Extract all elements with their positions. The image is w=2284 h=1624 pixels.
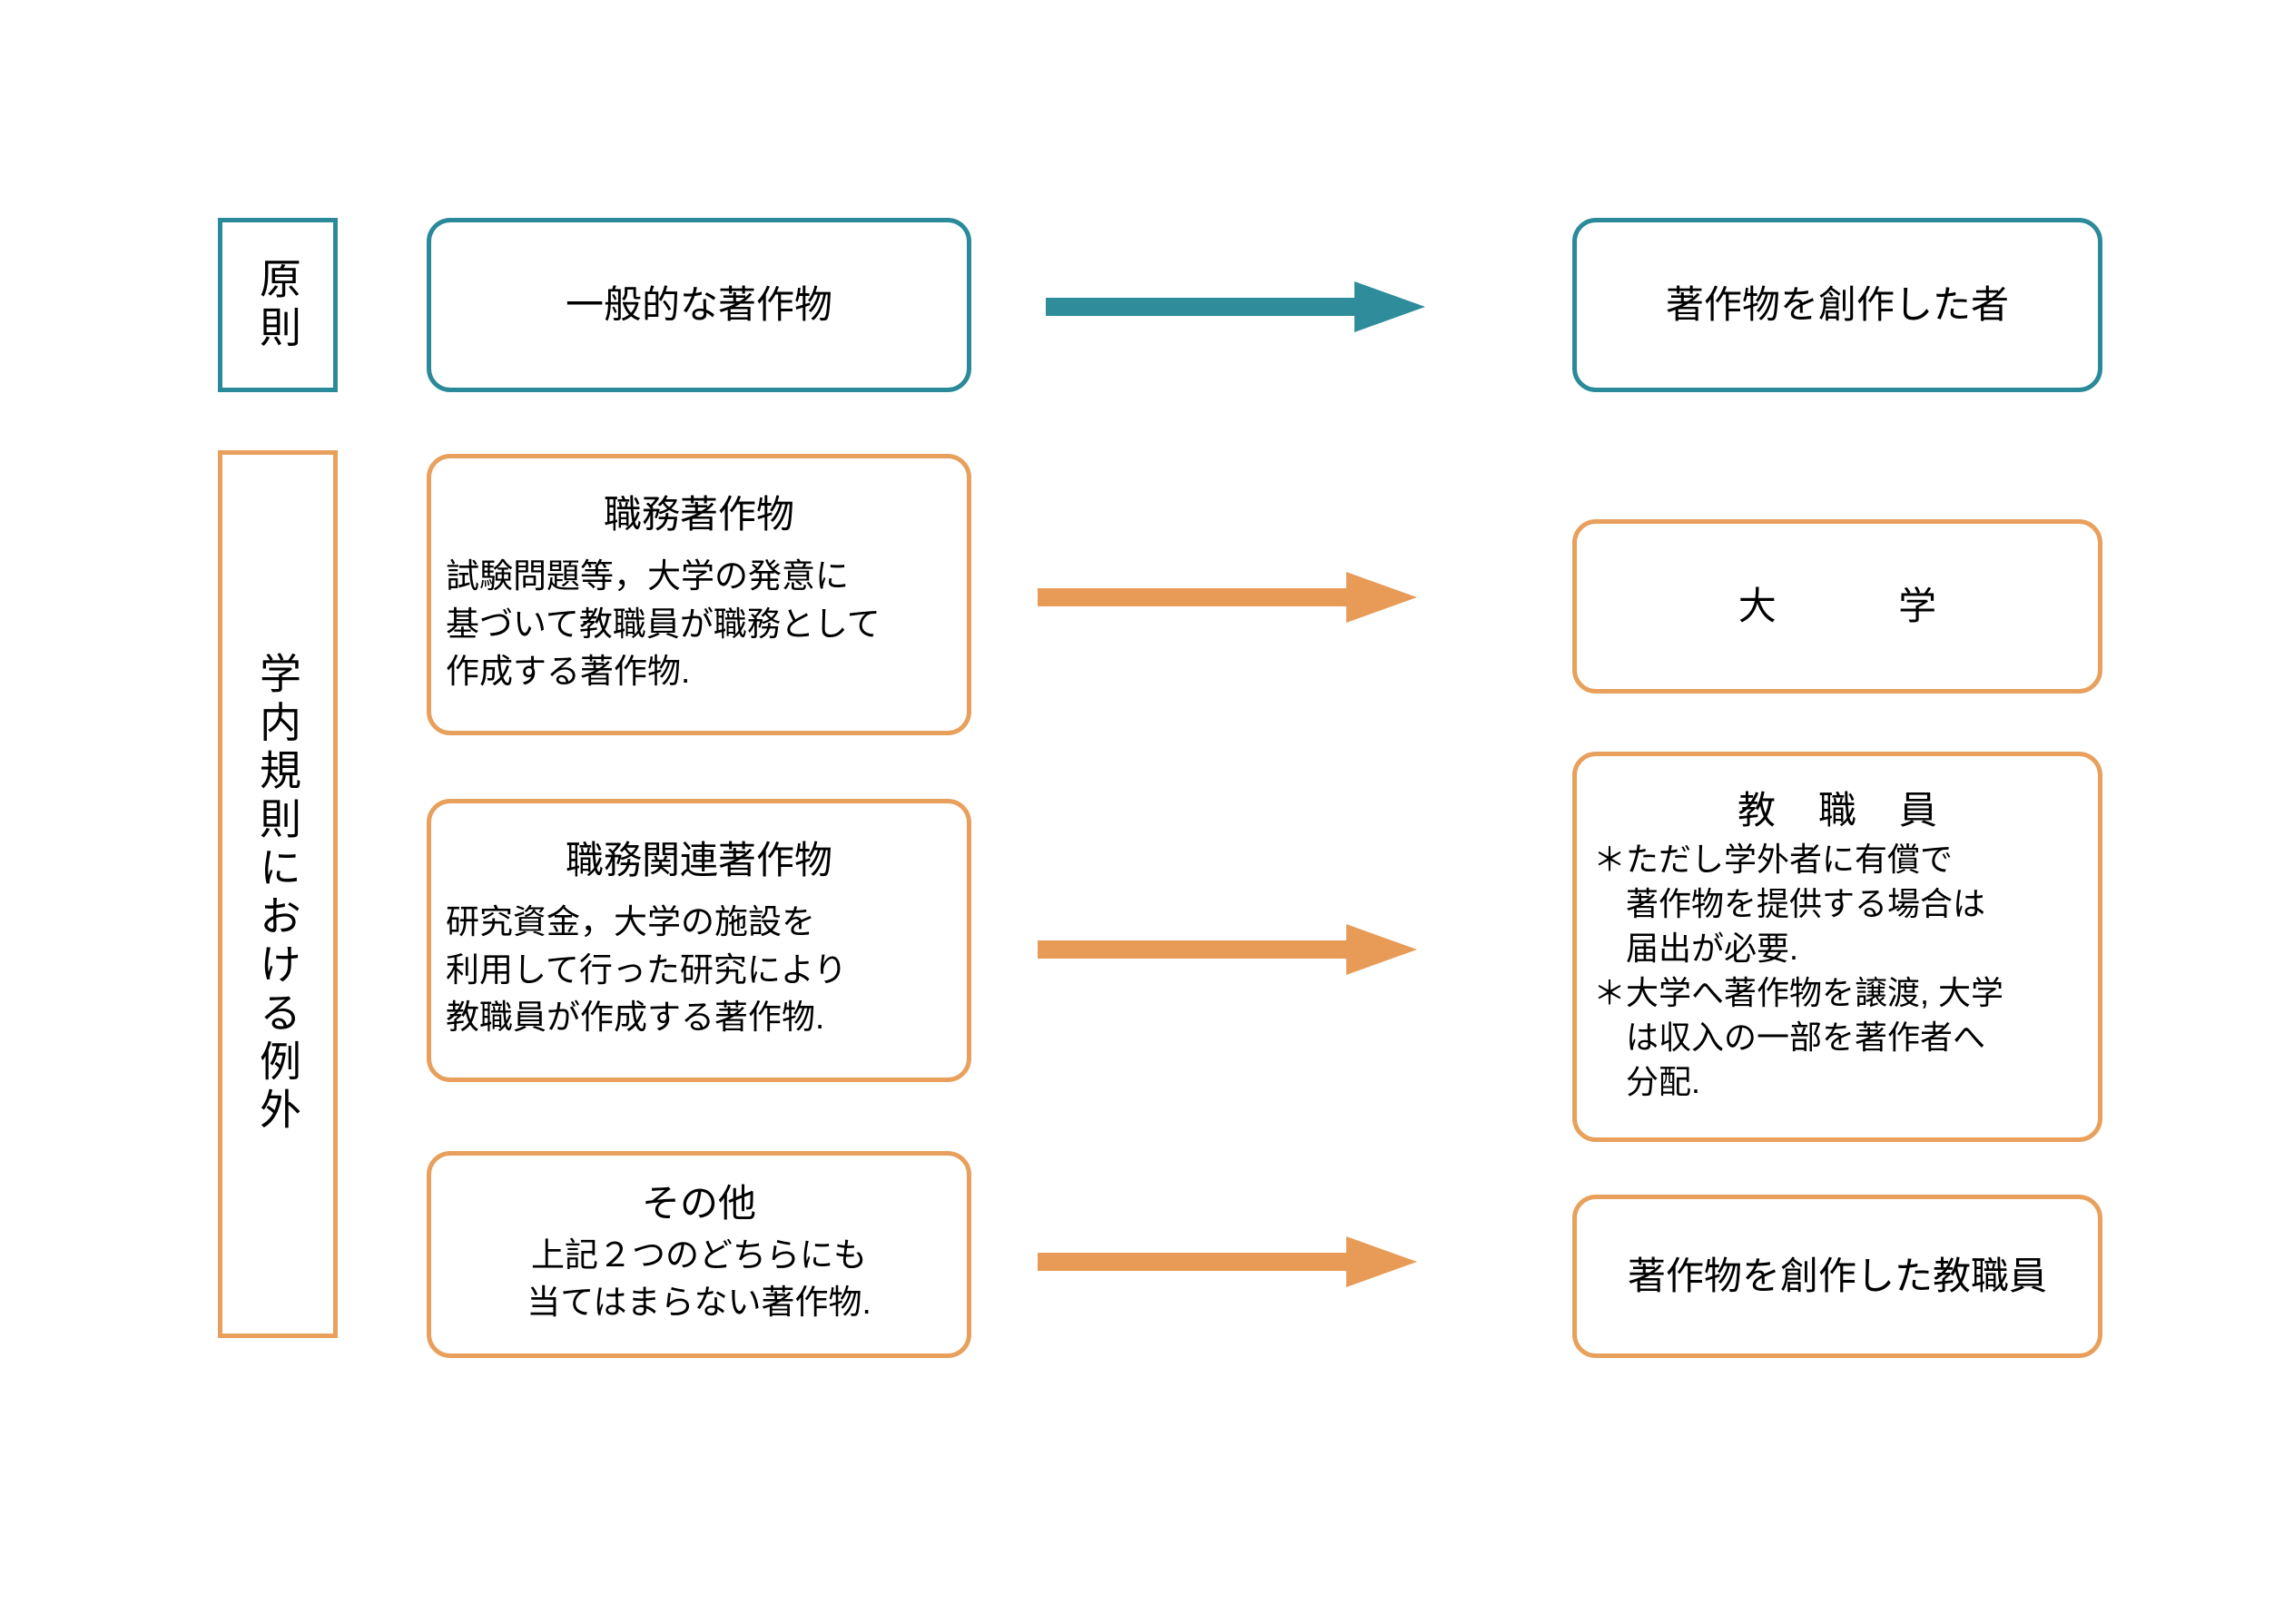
arrow-work-related-icon bbox=[1038, 920, 1417, 979]
target-box-faculty-staff: 教 職 員 ＊ただし学外者に有償で 著作物を提供する場合は 届出が必要. ＊大学… bbox=[1572, 752, 2102, 1142]
target-box-creator-staff: 著作物を創作した教職員 bbox=[1572, 1195, 2102, 1358]
arrow-work-made-for-hire-icon bbox=[1038, 568, 1417, 626]
category-label-principle: 原則 bbox=[218, 218, 338, 392]
source-box-work-made-for-hire-heading: 職務著作物 bbox=[603, 493, 794, 536]
target-box-faculty-staff-heading: 教 職 員 bbox=[1738, 788, 1954, 832]
target-box-university: 大 学 bbox=[1572, 519, 2102, 694]
target-box-creator-heading: 著作物を創作した者 bbox=[1665, 282, 2009, 326]
target-box-university-heading: 大 学 bbox=[1738, 584, 1979, 627]
source-box-other-heading: その他 bbox=[641, 1182, 756, 1225]
arrow-other-icon bbox=[1038, 1233, 1417, 1291]
source-box-work-made-for-hire: 職務著作物 試験問題等，大学の発意に 基づいて教職員が職務として 作成する著作物… bbox=[427, 454, 971, 735]
target-box-faculty-staff-notes: ＊ただし学外者に有償で 著作物を提供する場合は 届出が必要. ＊大学へ著作物を譲… bbox=[1593, 841, 2004, 1101]
target-box-creator-staff-heading: 著作物を創作した教職員 bbox=[1627, 1254, 2047, 1297]
source-box-general-work-heading: 一般的な著作物 bbox=[565, 282, 832, 326]
source-box-other-body: 上記２つのどちらにも 当てはまらない著作物. bbox=[527, 1235, 871, 1322]
source-box-general-work: 一般的な著作物 bbox=[427, 218, 971, 392]
target-box-creator: 著作物を創作した者 bbox=[1572, 218, 2102, 392]
category-label-exception: 学内規則における例外 bbox=[218, 450, 338, 1338]
arrow-principle-icon bbox=[1046, 278, 1425, 336]
source-box-work-related-body: 研究資金，大学の施設を 利用して行った研究により 教職員が作成する著作物. bbox=[446, 903, 848, 1037]
source-box-other: その他 上記２つのどちらにも 当てはまらない著作物. bbox=[427, 1151, 971, 1358]
category-label-principle-text: 原則 bbox=[254, 256, 301, 354]
category-label-exception-text: 学内規則における例外 bbox=[254, 652, 301, 1137]
source-box-work-related: 職務関連著作物 研究資金，大学の施設を 利用して行った研究により 教職員が作成す… bbox=[427, 799, 971, 1082]
source-box-work-made-for-hire-body: 試験問題等，大学の発意に 基づいて教職員が職務として 作成する著作物. bbox=[446, 557, 881, 691]
source-box-work-related-heading: 職務関連著作物 bbox=[565, 839, 832, 882]
